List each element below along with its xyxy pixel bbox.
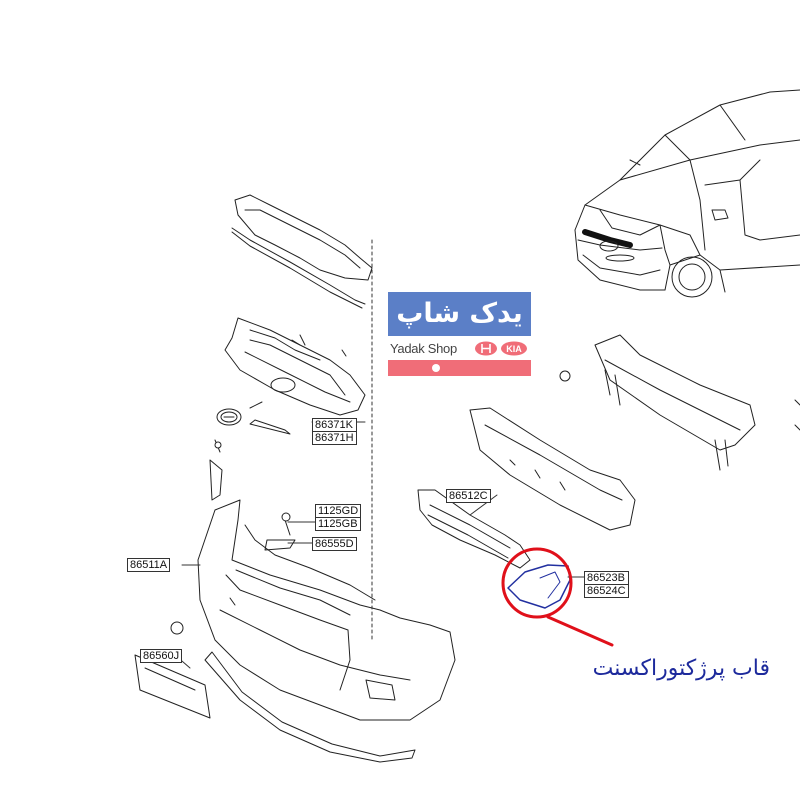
- logo-name-fa: یدک شاپ: [388, 292, 531, 336]
- logo-dot-icon: [432, 364, 440, 372]
- part-label-86560j: 86560J: [140, 649, 183, 663]
- bumper-beam: [594, 334, 756, 471]
- label-stack-8652x: 86523B 86524C: [584, 571, 629, 598]
- logo-band-white: Yadak Shop KIA: [388, 336, 531, 360]
- hyundai-logo-icon: [216, 408, 242, 426]
- part-label-1125gd: 1125GD: [315, 504, 362, 518]
- logo-band-red: Yadak Shop KIA: [388, 336, 531, 376]
- upper-grille-cover: [231, 194, 373, 309]
- logo-name-en: Yadak Shop: [390, 341, 457, 356]
- yadak-shop-logo: یدک شاپ Yadak Shop KIA: [388, 292, 531, 376]
- lower-lip: [204, 651, 416, 763]
- part-label-1125gb: 1125GB: [315, 518, 362, 531]
- part-caption: قاب پرژکتوراکسنت: [592, 656, 770, 681]
- hyundai-logo-icon: [475, 341, 497, 356]
- brand-marks: KIA: [475, 341, 527, 356]
- label-stack-86371: 86371K 86371H: [312, 418, 357, 445]
- car-icon: [574, 89, 800, 298]
- part-label-86555d: 86555D: [312, 537, 357, 551]
- part-label-86371k: 86371K: [312, 418, 357, 432]
- part-label-86523b: 86523B: [584, 571, 629, 585]
- label-stack-1125: 1125GD 1125GB: [315, 504, 362, 531]
- radiator-grille: [224, 317, 366, 416]
- license-plate-bracket: [134, 654, 211, 719]
- highlight-marker: [501, 547, 614, 647]
- energy-absorber: [469, 407, 636, 531]
- front-bumper-cover: [170, 499, 456, 721]
- kia-logo-icon: KIA: [501, 341, 527, 356]
- part-label-86512c: 86512C: [446, 489, 491, 503]
- fog-lamp-cover: [507, 564, 571, 609]
- part-label-86371h: 86371H: [312, 432, 357, 445]
- svg-text:KIA: KIA: [506, 344, 522, 354]
- part-label-86511a: 86511A: [127, 558, 171, 572]
- lower-grille: [417, 489, 531, 569]
- part-label-86524c: 86524C: [584, 585, 629, 598]
